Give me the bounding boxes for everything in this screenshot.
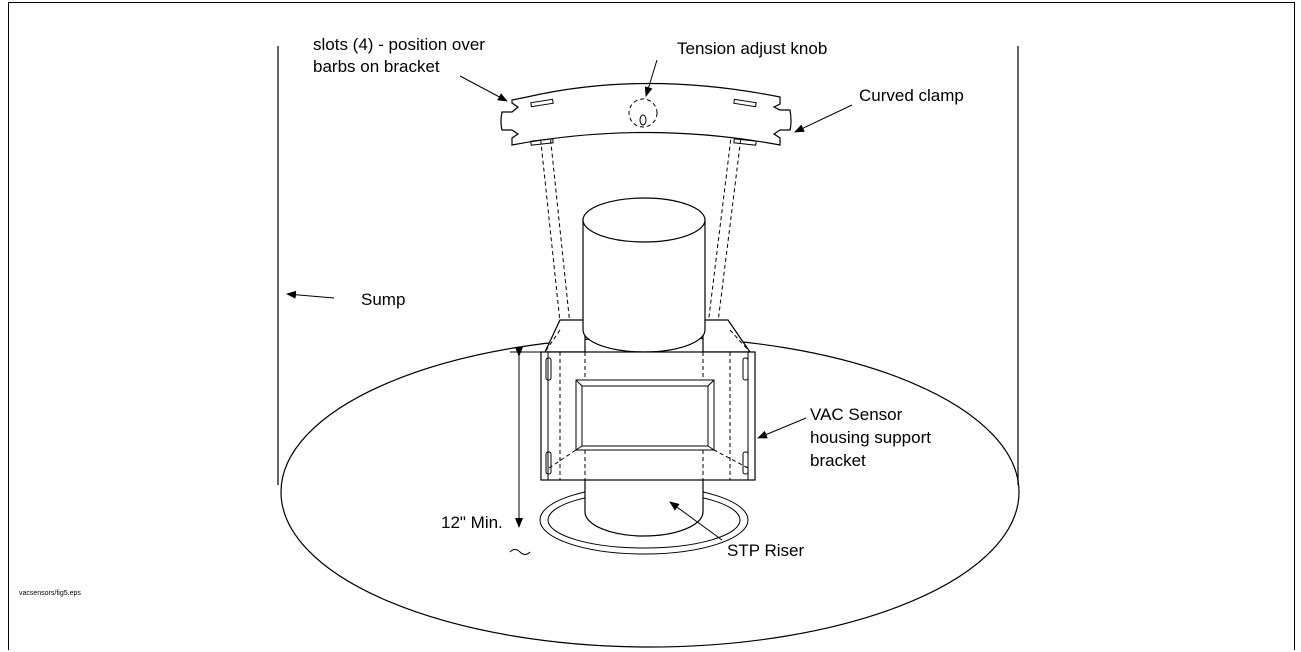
bracket-right-flange xyxy=(702,319,752,353)
slots-label-line1: slots (4) - position over xyxy=(313,35,485,54)
sensor-housing-cylinder xyxy=(582,197,706,353)
stp-riser-label: STP Riser xyxy=(727,541,804,560)
curved-clamp-arrow xyxy=(794,104,853,133)
slots-label-line2: barbs on bracket xyxy=(313,57,440,76)
sump-label: Sump xyxy=(361,290,405,309)
vac-sensor-label-line2: housing support xyxy=(810,428,931,447)
tension-knob-arrow xyxy=(644,59,658,97)
slot-alignment-lines xyxy=(536,104,746,326)
height-dimension xyxy=(509,347,555,555)
slots-arrow xyxy=(459,75,508,102)
tension-knob-label: Tension adjust knob xyxy=(677,39,827,58)
file-name-label: vacsensors/fig5.eps xyxy=(19,590,81,597)
vac-sensor-label-line1: VAC Sensor xyxy=(810,405,903,424)
bracket-window xyxy=(575,379,715,451)
sump-arrow xyxy=(286,290,335,299)
vac-sensor-label-line3: bracket xyxy=(810,451,866,470)
support-bracket-body xyxy=(540,351,756,481)
min-height-label: 12" Min. xyxy=(441,513,503,532)
curved-clamp-label: Curved clamp xyxy=(859,86,964,105)
bracket-barbs xyxy=(545,357,749,475)
figure-frame xyxy=(8,2,1295,650)
curved-clamp xyxy=(500,82,792,146)
bracket-left-flange xyxy=(544,319,586,353)
stp-riser-arrow xyxy=(669,501,723,541)
tension-knob-icon xyxy=(628,98,658,128)
vac-sensor-arrow xyxy=(757,417,807,439)
bracket-hidden-lines xyxy=(544,329,751,480)
